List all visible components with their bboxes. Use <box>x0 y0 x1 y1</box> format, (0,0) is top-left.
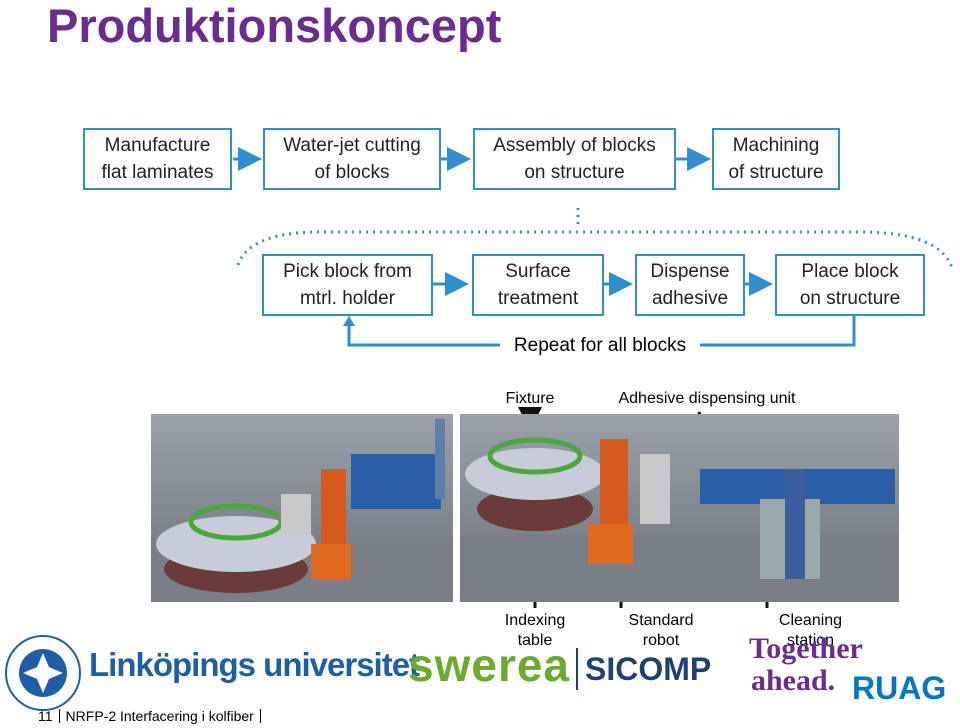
sicomp-logo: SICOMP <box>585 651 712 687</box>
page-number: 11 <box>38 708 53 724</box>
cell-render-right <box>460 414 899 602</box>
step-surface: Surface treatment <box>472 254 604 316</box>
repeat-label: Repeat for all blocks <box>513 335 687 356</box>
step-assembly: Assembly of blocks on structure <box>473 128 676 190</box>
footer-separator-end <box>259 709 261 723</box>
footer: 11 NRFP-2 Interfacering i kolfiber <box>38 708 267 724</box>
logo-divider <box>576 648 578 690</box>
liu-logo-text: Linköpings universitet <box>89 646 420 683</box>
ruag-logo: RUAG <box>852 670 947 706</box>
slide-title: Produktionskoncept <box>47 0 502 52</box>
footer-title: NRFP-2 Interfacering i kolfiber <box>65 708 254 724</box>
adhesive-label: Adhesive dispensing unit <box>618 390 796 407</box>
step-dispense: Dispense adhesive <box>635 254 745 316</box>
ahead-logo: ahead. <box>751 664 836 697</box>
step-waterjet: Water-jet cutting of blocks <box>263 128 441 190</box>
cleaning-label: Cleaning station <box>778 612 843 649</box>
fixture-label: Fixture <box>505 390 555 407</box>
swerea-logo: swerea <box>408 639 571 691</box>
step-place-block: Place block on structure <box>775 254 925 316</box>
robot-label: Standard robot <box>628 612 694 649</box>
step-manufacture: Manufacture flat laminates <box>83 128 232 190</box>
dotted-arc <box>236 230 954 269</box>
cell-render-left <box>151 414 453 602</box>
step-machining: Machining of structure <box>712 128 840 190</box>
step-pick-block: Pick block from mtrl. holder <box>262 254 433 316</box>
cell-render-left-art <box>151 419 453 602</box>
cell-render-right-art <box>460 437 899 602</box>
indexing-label: Indexing table <box>504 612 566 649</box>
repeat-loop <box>347 316 856 347</box>
liu-seal-logo <box>3 633 83 713</box>
footer-separator <box>58 709 60 723</box>
together-logo: Together <box>749 632 863 665</box>
